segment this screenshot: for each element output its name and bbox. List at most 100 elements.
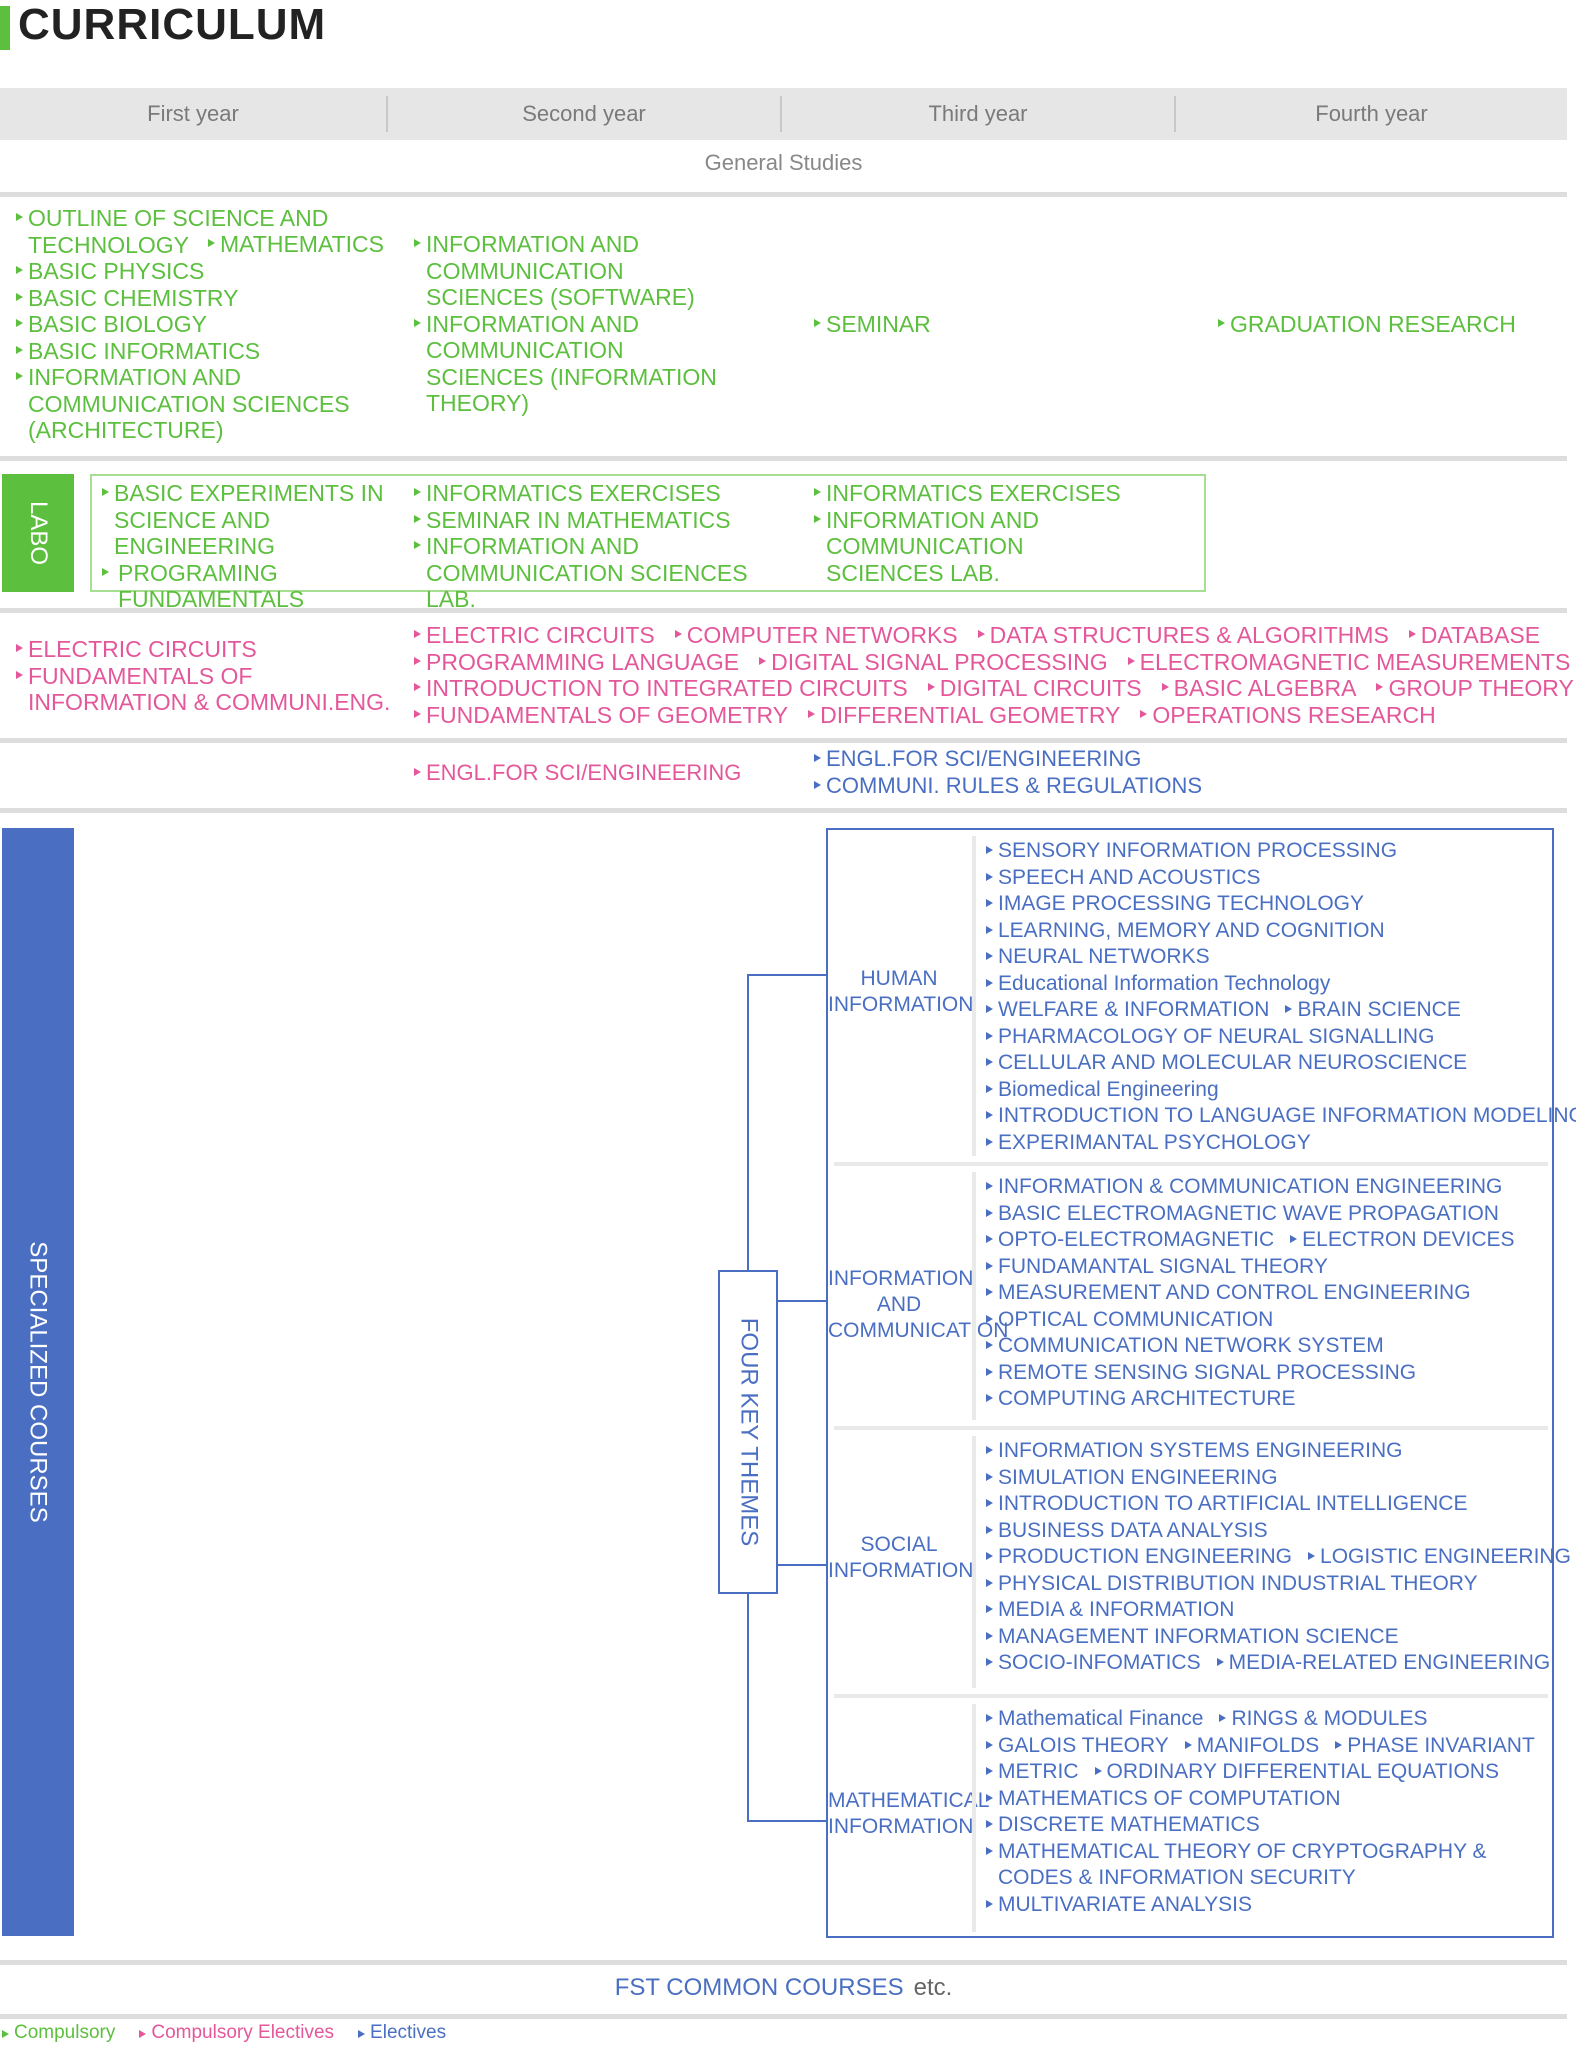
- theme-course-row: COMMUNICATION NETWORK SYSTEM: [984, 1333, 1552, 1360]
- year-header-bar: First year Second year Third year Fourth…: [0, 88, 1567, 140]
- gs-first-year-list-2: BASIC PHYSICS BASIC CHEMISTRY BASIC BIOL…: [14, 258, 384, 444]
- course-item: FUNDAMENTALS OF INFORMATION & COMMUNI.EN…: [14, 663, 408, 716]
- course-item: MATHEMATICS OF COMPUTATION: [984, 1786, 1341, 1813]
- course-item: BASIC INFORMATICS: [14, 338, 384, 365]
- gs-fourth-year-list: GRADUATION RESEARCH: [1216, 311, 1516, 338]
- course-item: BUSINESS DATA ANALYSIS: [984, 1518, 1268, 1545]
- course-item: INTRODUCTION TO ARTIFICIAL INTELLIGENCE: [984, 1491, 1467, 1518]
- theme-course-row: MANAGEMENT INFORMATION SCIENCE: [984, 1624, 1552, 1651]
- course-item: DISCRETE MATHEMATICS: [984, 1812, 1260, 1839]
- course-item: SPEECH AND ACOUSTICS: [984, 865, 1261, 892]
- gs-first-year-list: OUTLINE OF SCIENCE AND TECHNOLOGY: [14, 205, 394, 258]
- course-item: BASIC PHYSICS: [14, 258, 384, 285]
- course-item: GALOIS THEORY: [984, 1733, 1169, 1760]
- theme-course-row: IMAGE PROCESSING TECHNOLOGY: [984, 891, 1552, 918]
- theme-course-row: INFORMATION SYSTEMS ENGINEERING: [984, 1438, 1552, 1465]
- year-second: Second year: [522, 101, 646, 126]
- theme-label: HUMAN INFORMATION: [828, 967, 974, 1016]
- connector-line: [778, 1300, 826, 1302]
- course-item: NEURAL NETWORKS: [984, 944, 1210, 971]
- theme-separator: [972, 836, 976, 1156]
- course-item: INFORMATICS EXERCISES: [812, 480, 1132, 507]
- course-item: CELLULAR AND MOLECULAR NEUROSCIENCE: [984, 1050, 1467, 1077]
- gs-first-year-math: MATHEMATICS: [206, 231, 384, 258]
- course-item: OUTLINE OF SCIENCE AND TECHNOLOGY: [14, 205, 358, 258]
- legend-compulsory-electives: Compulsory Electives: [137, 2022, 334, 2044]
- theme-course-row: MEDIA & INFORMATION: [984, 1597, 1552, 1624]
- course-item: OPTICAL COMMUNICATION: [984, 1307, 1273, 1334]
- theme-course-row: EXPERIMANTAL PSYCHOLOGY: [984, 1130, 1552, 1157]
- four-key-themes-box: FOUR KEY THEMES: [718, 1270, 778, 1594]
- course-item: BASIC ELECTROMAGNETIC WAVE PROPAGATION: [984, 1201, 1499, 1228]
- course-item: RINGS & MODULES: [1217, 1706, 1427, 1733]
- theme-divider: [834, 1694, 1548, 1698]
- labo-third-year-list: INFORMATICS EXERCISES INFORMATION AND CO…: [812, 480, 1132, 586]
- course-item: PROGRAMING FUNDAMENTALS: [100, 560, 308, 613]
- course-item: WELFARE & INFORMATION: [984, 997, 1269, 1024]
- theme-course-row: COMPUTING ARCHITECTURE: [984, 1386, 1552, 1413]
- theme-label: INFORMATION AND COMMUNICATION: [828, 1267, 1009, 1342]
- theme-separator: [972, 1172, 976, 1420]
- course-item: REMOTE SENSING SIGNAL PROCESSING: [984, 1360, 1416, 1387]
- year-divider: [386, 96, 388, 132]
- divider: [0, 808, 1567, 813]
- theme-course-row: MULTIVARIATE ANALYSIS: [984, 1892, 1552, 1919]
- title-accent-bar: [0, 6, 10, 50]
- themes-container: [826, 828, 1554, 1938]
- course-item: FUNDAMENTALS OF GEOMETRY: [412, 702, 788, 729]
- course-item: PROGRAMMING LANGUAGE: [412, 649, 739, 676]
- year-divider: [1174, 96, 1176, 132]
- theme-course-row: SPEECH AND ACOUSTICS: [984, 865, 1552, 892]
- course-item: MEDIA-RELATED ENGINEERING: [1215, 1650, 1550, 1677]
- course-item: MANAGEMENT INFORMATION SCIENCE: [984, 1624, 1399, 1651]
- electives-row: INTRODUCTION TO INTEGRATED CIRCUITS DIGIT…: [412, 675, 1574, 702]
- course-item: PHARMACOLOGY OF NEURAL SIGNALLING: [984, 1024, 1434, 1051]
- theme-label: SOCIAL INFORMATION: [828, 1533, 974, 1582]
- course-item: MATHEMATICS: [206, 231, 384, 258]
- theme-course-row: Educational Information Technology: [984, 971, 1552, 998]
- legend-list: Compulsory Compulsory Electives Elective…: [0, 2022, 446, 2044]
- theme-course-row: NEURAL NETWORKS: [984, 944, 1552, 971]
- course-item: METRIC: [984, 1759, 1079, 1786]
- theme-course-row: MATHEMATICS OF COMPUTATION: [984, 1786, 1552, 1813]
- course-item: BRAIN SCIENCE: [1283, 997, 1461, 1024]
- theme-course-row: BASIC ELECTROMAGNETIC WAVE PROPAGATION: [984, 1201, 1552, 1228]
- course-item: INTRODUCTION TO INTEGRATED CIRCUITS: [412, 675, 908, 702]
- course-item: IMAGE PROCESSING TECHNOLOGY: [984, 891, 1364, 918]
- theme-course-row: Biomedical Engineering: [984, 1077, 1552, 1104]
- course-item: Mathematical Finance: [984, 1706, 1203, 1733]
- divider: [0, 456, 1567, 461]
- course-item: PRODUCTION ENGINEERING: [984, 1544, 1292, 1571]
- year-fourth: Fourth year: [1315, 101, 1428, 126]
- page-title: CURRICULUM: [18, 0, 327, 49]
- theme-course-row: Mathematical Finance RINGS & MODULES: [984, 1706, 1552, 1733]
- theme-course-list: Mathematical Finance RINGS & MODULES GALOI…: [984, 1706, 1552, 1918]
- course-item: INFORMATION AND COMMUNICATION SCIENCES (…: [412, 231, 742, 311]
- gs-third-year-list: SEMINAR: [812, 311, 931, 338]
- course-item: COMMUNICATION NETWORK SYSTEM: [984, 1333, 1384, 1360]
- course-item: LEARNING, MEMORY AND COGNITION: [984, 918, 1385, 945]
- theme-course-row: MATHEMATICAL THEORY OF CRYPTOGRAPHY & CO…: [984, 1839, 1552, 1892]
- general-studies-heading: General Studies: [704, 150, 863, 175]
- course-item: DATABASE: [1407, 622, 1540, 649]
- course-item: Biomedical Engineering: [984, 1077, 1219, 1104]
- course-item: DIGITAL CIRCUITS: [926, 675, 1142, 702]
- course-item: MEDIA & INFORMATION: [984, 1597, 1234, 1624]
- theme-course-row: WELFARE & INFORMATION BRAIN SCIENCE: [984, 997, 1552, 1024]
- theme-course-row: CELLULAR AND MOLECULAR NEUROSCIENCE: [984, 1050, 1552, 1077]
- course-item: GROUP THEORY: [1374, 675, 1574, 702]
- labo-box: [90, 474, 1206, 592]
- theme-divider: [834, 1162, 1548, 1166]
- course-item: BASIC ALGEBRA: [1160, 675, 1356, 702]
- connector-line: [747, 974, 827, 976]
